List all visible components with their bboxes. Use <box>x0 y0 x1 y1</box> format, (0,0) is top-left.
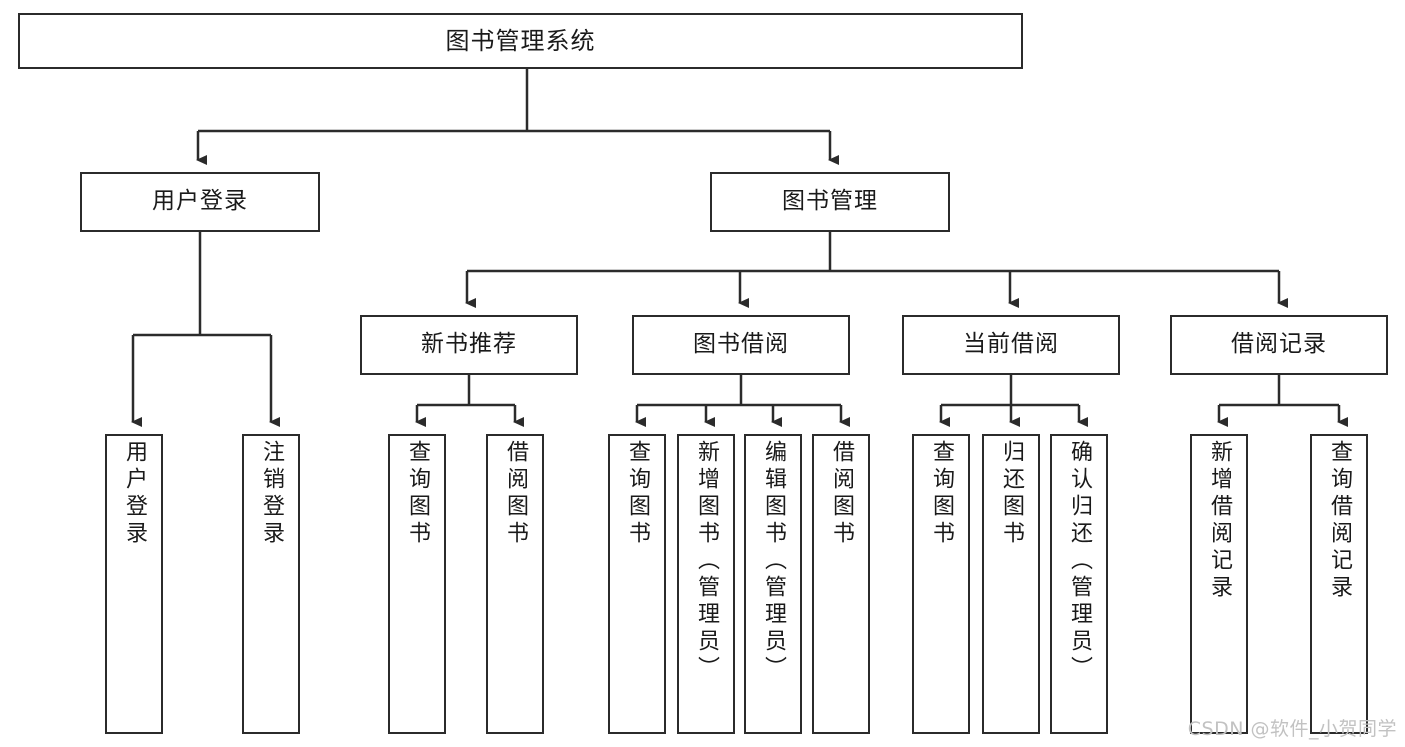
node-book-management[interactable]: 图书管理 <box>710 172 950 232</box>
node-current-borrow[interactable]: 当前借阅 <box>902 315 1120 375</box>
node-label: 借阅图书 <box>503 440 528 548</box>
node-label: 查询图书 <box>929 440 954 548</box>
node-leaf-confirm-return-admin[interactable]: 确认归还（管理员） <box>1050 434 1108 734</box>
node-borrow-record[interactable]: 借阅记录 <box>1170 315 1388 375</box>
node-label: 查询图书 <box>625 440 650 548</box>
node-leaf-logout[interactable]: 注销登录 <box>242 434 300 734</box>
csdn-watermark: CSDN @软件_小贺同学 <box>1187 718 1397 740</box>
node-label: 图书借阅 <box>693 331 789 358</box>
node-label: 新增图书（管理员） <box>694 440 719 683</box>
node-leaf-query-book-current[interactable]: 查询图书 <box>912 434 970 734</box>
node-leaf-borrow-book-recommend[interactable]: 借阅图书 <box>486 434 544 734</box>
node-label: 新增借阅记录 <box>1207 440 1232 602</box>
node-book-borrow[interactable]: 图书借阅 <box>632 315 850 375</box>
node-label: 查询借阅记录 <box>1327 440 1352 602</box>
node-root-system[interactable]: 图书管理系统 <box>18 13 1023 69</box>
node-leaf-query-borrow-record[interactable]: 查询借阅记录 <box>1310 434 1368 734</box>
node-label: 用户登录 <box>152 188 248 215</box>
node-leaf-user-login[interactable]: 用户登录 <box>105 434 163 734</box>
node-label: 图书管理 <box>782 188 878 215</box>
node-label: 借阅图书 <box>829 440 854 548</box>
node-leaf-return-book[interactable]: 归还图书 <box>982 434 1040 734</box>
node-label: 注销登录 <box>259 440 284 548</box>
node-label: 确认归还（管理员） <box>1067 440 1092 683</box>
node-leaf-query-book[interactable]: 查询图书 <box>608 434 666 734</box>
node-user-login[interactable]: 用户登录 <box>80 172 320 232</box>
node-label: 当前借阅 <box>963 331 1059 358</box>
node-label: 归还图书 <box>999 440 1024 548</box>
node-label: 借阅记录 <box>1231 331 1327 358</box>
node-leaf-query-book-recommend[interactable]: 查询图书 <box>388 434 446 734</box>
node-label: 编辑图书（管理员） <box>761 440 786 683</box>
node-label: 图书管理系统 <box>445 26 596 55</box>
node-leaf-borrow-book[interactable]: 借阅图书 <box>812 434 870 734</box>
node-label: 查询图书 <box>405 440 430 548</box>
node-new-book-recommend[interactable]: 新书推荐 <box>360 315 578 375</box>
node-label: 新书推荐 <box>421 331 517 358</box>
node-label: 用户登录 <box>122 440 147 548</box>
node-leaf-add-borrow-record[interactable]: 新增借阅记录 <box>1190 434 1248 734</box>
node-leaf-edit-book-admin[interactable]: 编辑图书（管理员） <box>744 434 802 734</box>
node-leaf-add-book-admin[interactable]: 新增图书（管理员） <box>677 434 735 734</box>
